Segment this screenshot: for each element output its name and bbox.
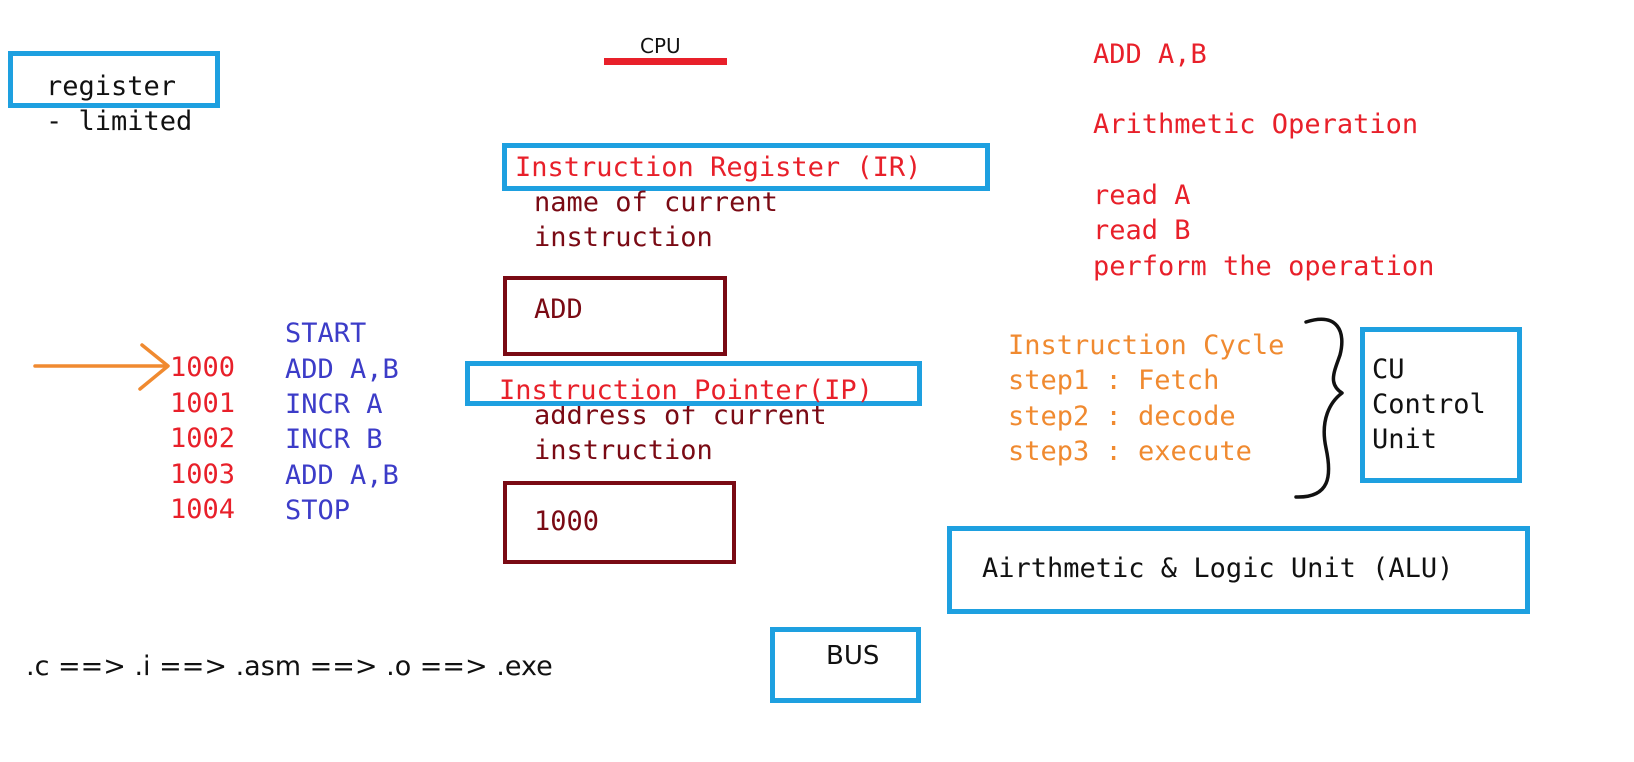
instruction-pointer-desc-line2: instruction: [534, 435, 713, 466]
operation-note-line4: read B: [1093, 215, 1191, 246]
alu-label: Airthmetic & Logic Unit (ALU): [982, 553, 1454, 584]
register-note: - limited: [46, 106, 193, 137]
program-instruction: STOP: [285, 495, 351, 526]
arrow-icon: [33, 343, 170, 391]
curly-brace-icon: [1294, 317, 1344, 499]
control-unit-line1: CU: [1372, 354, 1405, 385]
instruction-pointer-title: Instruction Pointer(IP): [499, 375, 873, 406]
instruction-register-desc-line2: instruction: [534, 222, 713, 253]
operation-note-line5: perform the operation: [1093, 251, 1435, 282]
instruction-pointer-value-box: [503, 481, 736, 564]
instruction-register-value-box: [503, 276, 727, 356]
program-instruction: INCR A: [285, 389, 383, 420]
bus-label: BUS: [826, 641, 880, 671]
program-address: 1002: [170, 423, 236, 454]
operation-note-line1: ADD A,B: [1093, 39, 1207, 70]
program-address: 1000: [170, 352, 236, 383]
instruction-cycle-step1: step1 : Fetch: [1008, 365, 1220, 396]
instruction-cycle-title: Instruction Cycle: [1008, 330, 1285, 361]
program-address: 1003: [170, 459, 236, 490]
operation-note-line3: read A: [1093, 180, 1191, 211]
control-unit-line2: Control: [1372, 389, 1486, 420]
instruction-cycle-step3: step3 : execute: [1008, 436, 1252, 467]
control-unit-line3: Unit: [1372, 424, 1438, 455]
program-address: 1004: [170, 494, 236, 525]
instruction-pointer-value: 1000: [534, 506, 600, 537]
cpu-label: CPU: [640, 34, 681, 58]
program-instruction: INCR B: [285, 424, 383, 455]
register-title: register: [46, 71, 177, 102]
alu-box: [947, 526, 1530, 614]
instruction-pointer-box: [465, 361, 922, 406]
instruction-cycle-step2: step2 : decode: [1008, 401, 1236, 432]
program-instruction: ADD A,B: [285, 354, 399, 385]
bus-box: [770, 627, 921, 703]
program-start-label: START: [285, 318, 367, 349]
instruction-register-value: ADD: [534, 294, 583, 325]
instruction-register-title: Instruction Register (IR): [515, 152, 922, 183]
register-box: [8, 51, 220, 108]
cpu-underline-bar: [604, 58, 727, 65]
operation-note-line2: Arithmetic Operation: [1093, 109, 1419, 140]
compile-chain: .c ==> .i ==> .asm ==> .o ==> .exe: [26, 651, 553, 682]
instruction-register-box: [502, 143, 990, 191]
program-address: 1001: [170, 388, 236, 419]
instruction-register-desc-line1: name of current: [534, 187, 778, 218]
control-unit-box: [1360, 327, 1522, 483]
program-instruction: ADD A,B: [285, 460, 399, 491]
